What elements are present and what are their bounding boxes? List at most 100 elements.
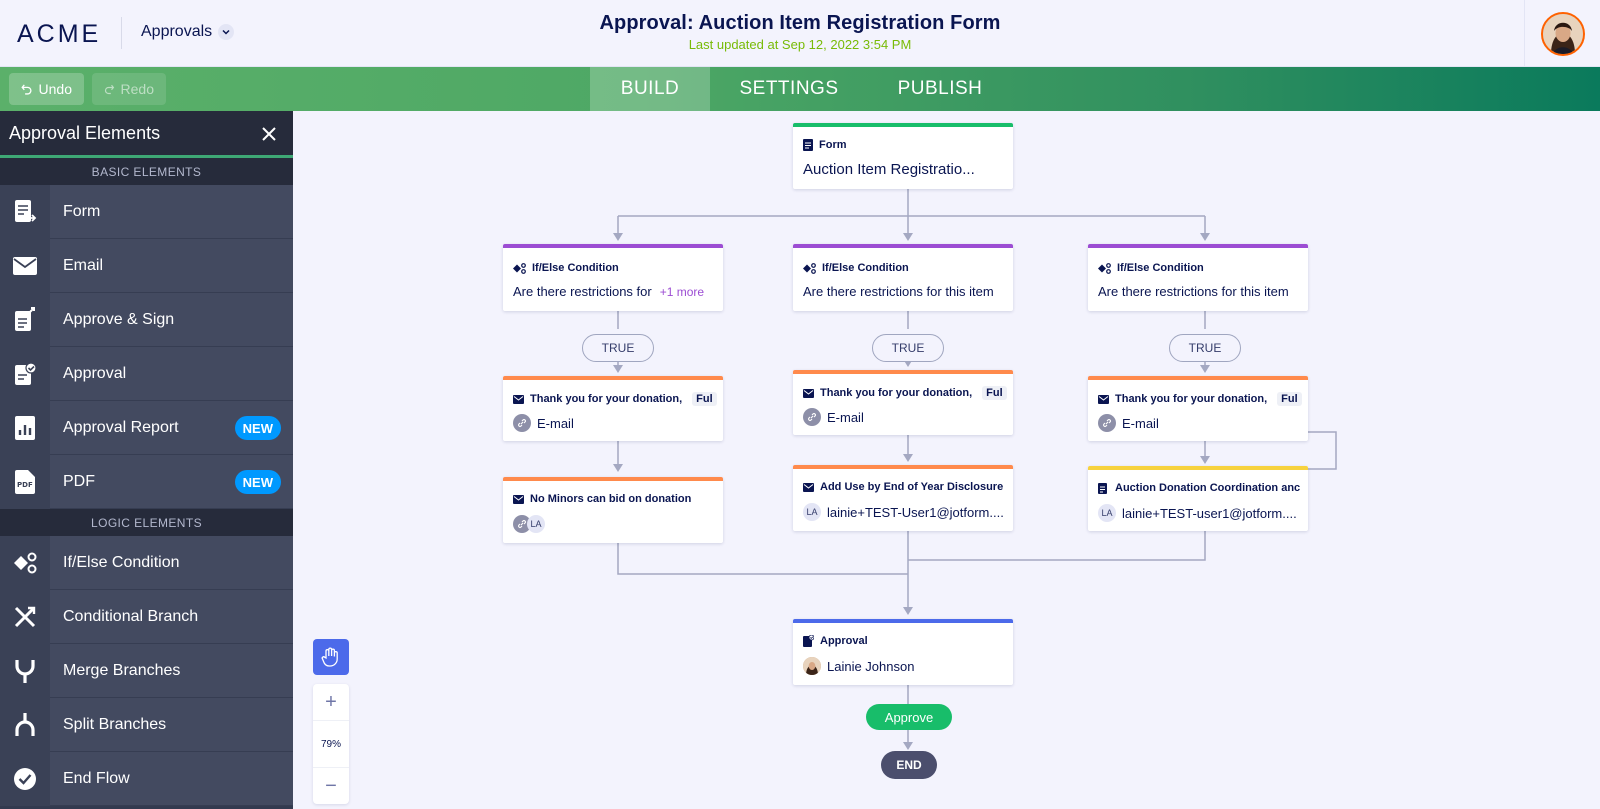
tab-settings[interactable]: SETTINGS xyxy=(739,78,839,99)
approve-outcome-label[interactable]: Approve xyxy=(866,704,952,730)
node-type: If/Else Condition xyxy=(803,262,909,274)
sidebar-item-label: Approval Report xyxy=(63,418,179,436)
sidebar-header: Approval Elements xyxy=(0,111,293,158)
node-color-bar xyxy=(793,244,1013,248)
recipient-initials: LA xyxy=(1098,504,1116,522)
page-title[interactable]: Approval: Auction Item Registration Form xyxy=(599,12,1001,34)
approve-sign-icon xyxy=(0,292,50,347)
split-icon xyxy=(0,697,50,752)
more-conditions-link[interactable]: +1 more xyxy=(659,285,705,299)
true-branch-label[interactable]: TRUE xyxy=(582,334,654,362)
true-branch-label[interactable]: TRUE xyxy=(1169,334,1241,362)
elements-sidebar: Approval Elements BASIC ELEMENTS Form Em… xyxy=(0,111,293,809)
header-divider-right xyxy=(1524,0,1525,67)
sidebar-item-conditional-branch[interactable]: Conditional Branch xyxy=(0,589,293,644)
node-text: LA lainie+TEST-User1@jotform.... xyxy=(803,503,1004,521)
field-tag: Ful xyxy=(1277,392,1302,406)
sidebar-item-pdf[interactable]: PDF PDF NEW xyxy=(0,454,293,509)
approve-sign-node[interactable]: Auction Donation Coordination anc LA lai… xyxy=(1088,466,1308,531)
node-type: No Minors can bid on donation xyxy=(513,493,691,505)
node-type: Thank you for your donation,Ful xyxy=(1098,392,1302,406)
flow-connectors xyxy=(613,187,1337,750)
zoom-level: 79% xyxy=(313,720,349,768)
chevron-down-icon xyxy=(218,24,235,40)
sidebar-item-merge-branches[interactable]: Merge Branches xyxy=(0,643,293,698)
approve-sign-icon xyxy=(1098,483,1107,494)
tab-build[interactable]: BUILD xyxy=(590,67,710,111)
sidebar-item-approval-report[interactable]: Approval Report NEW xyxy=(0,400,293,455)
last-updated-text: Last updated at Sep 12, 2022 3:54 PM xyxy=(688,37,912,52)
recipient-initials: LA xyxy=(803,503,821,521)
node-color-bar xyxy=(793,370,1013,374)
sidebar-item-end-flow[interactable]: End Flow xyxy=(0,751,293,806)
email-recipient: lainie+TEST-User1@jotform.... xyxy=(827,504,1004,520)
zoom-in-button[interactable]: + xyxy=(325,690,337,713)
end-node[interactable]: END xyxy=(881,751,937,779)
form-node[interactable]: Form Auction Item Registratio... xyxy=(793,123,1013,189)
approval-node[interactable]: Approval Lainie Johnson xyxy=(793,619,1013,685)
email-icon xyxy=(513,394,524,404)
node-type: If/Else Condition xyxy=(1098,262,1204,274)
header-divider xyxy=(121,17,122,49)
condition-text: Are there restrictions for xyxy=(513,284,652,299)
node-text: Lainie Johnson xyxy=(803,657,914,675)
email-icon xyxy=(513,494,524,504)
sidebar-item-label: End Flow xyxy=(63,769,130,787)
sidebar-item-approval[interactable]: Approval xyxy=(0,346,293,401)
node-text: Auction Item Registratio... xyxy=(803,161,975,178)
logic-elements-heading: LOGIC ELEMENTS xyxy=(0,509,293,536)
node-color-bar xyxy=(793,123,1013,127)
zoom-out-button[interactable]: − xyxy=(325,774,337,797)
email-node[interactable]: Add Use by End of Year Disclosure LA lai… xyxy=(793,465,1013,531)
node-color-bar xyxy=(793,465,1013,469)
form-icon xyxy=(803,139,813,151)
merge-icon xyxy=(0,643,50,698)
app-switcher-label: Approvals xyxy=(141,23,213,40)
app-switcher[interactable]: Approvals xyxy=(141,23,235,41)
close-icon[interactable] xyxy=(258,123,280,145)
node-color-bar xyxy=(503,376,723,380)
node-color-bar xyxy=(793,619,1013,623)
svg-text:PDF: PDF xyxy=(17,481,33,489)
pan-hand-button[interactable] xyxy=(313,639,349,675)
node-title: Auction Donation Coordination anc xyxy=(1115,482,1301,494)
node-type: Thank you for your donation,Ful xyxy=(803,386,1007,400)
node-text: LA lainie+TEST-user1@jotform.... xyxy=(1098,504,1297,522)
recipient-initials: LA xyxy=(527,515,545,533)
link-icon xyxy=(1098,414,1116,432)
email-node[interactable]: Thank you for your donation,Ful E-mail xyxy=(503,376,723,441)
node-color-bar xyxy=(1088,244,1308,248)
condition-node[interactable]: If/Else Condition Are there restrictions… xyxy=(1088,244,1308,311)
sidebar-item-email[interactable]: Email xyxy=(0,238,293,293)
node-text: E-mail xyxy=(1098,414,1159,432)
node-type: Thank you for your donation,Ful xyxy=(513,392,717,406)
email-icon xyxy=(803,388,814,398)
sidebar-item-label: Approval xyxy=(63,364,127,382)
tab-publish[interactable]: PUBLISH xyxy=(897,78,983,99)
email-node[interactable]: Thank you for your donation,Ful E-mail xyxy=(793,370,1013,435)
sidebar-item-if-else-condition[interactable]: If/Else Condition xyxy=(0,535,293,590)
title-block: Approval: Auction Item Registration Form… xyxy=(500,12,1100,52)
undo-label: Undo xyxy=(38,81,72,97)
undo-button[interactable]: Undo xyxy=(9,73,84,105)
assignee-avatar xyxy=(803,657,821,675)
node-color-bar xyxy=(1088,376,1308,380)
user-avatar[interactable] xyxy=(1541,12,1585,56)
sidebar-item-approve-sign[interactable]: Approve & Sign xyxy=(0,292,293,347)
true-branch-label[interactable]: TRUE xyxy=(872,334,944,362)
node-text: Are there restrictions for this item xyxy=(803,284,994,299)
node-type: Approval xyxy=(803,635,868,647)
zoom-controls: + 79% − xyxy=(313,684,349,804)
sidebar-item-form[interactable]: Form xyxy=(0,184,293,239)
condition-icon xyxy=(0,535,50,590)
node-color-bar xyxy=(1088,466,1308,470)
sidebar-item-split-branches[interactable]: Split Branches xyxy=(0,697,293,752)
acme-logo[interactable]: ACME xyxy=(17,20,102,48)
email-node[interactable]: No Minors can bid on donation LA xyxy=(503,477,723,543)
condition-node[interactable]: If/Else Condition Are there restrictions… xyxy=(793,244,1013,311)
flow-canvas[interactable]: Form Auction Item Registratio... If/Else… xyxy=(293,111,1600,809)
redo-button[interactable]: Redo xyxy=(92,73,166,105)
sidebar-item-label: Merge Branches xyxy=(63,661,181,679)
condition-node[interactable]: If/Else Condition Are there restrictions… xyxy=(503,244,723,311)
email-node[interactable]: Thank you for your donation,Ful E-mail xyxy=(1088,376,1308,441)
